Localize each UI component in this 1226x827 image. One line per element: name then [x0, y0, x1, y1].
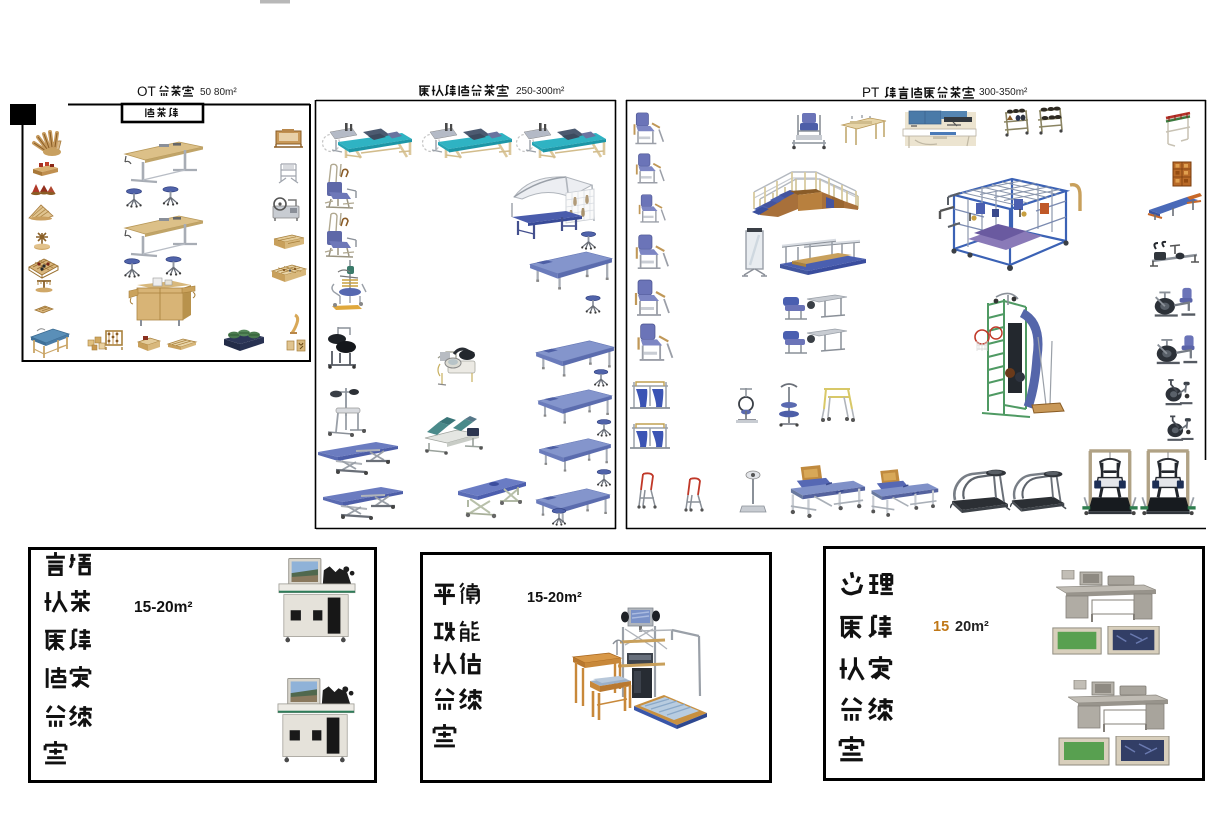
svg-text:20m²: 20m² — [955, 619, 989, 635]
svg-text:15-20m²: 15-20m² — [134, 599, 193, 616]
svg-text:15-20m²: 15-20m² — [527, 590, 582, 606]
svg-text:300-350m²: 300-350m² — [979, 87, 1028, 98]
svg-text:PT: PT — [862, 85, 879, 100]
svg-text:OT: OT — [137, 84, 156, 99]
svg-text:50 80m²: 50 80m² — [200, 87, 237, 98]
svg-text:15: 15 — [933, 619, 949, 635]
svg-text:250-300m²: 250-300m² — [516, 86, 565, 97]
